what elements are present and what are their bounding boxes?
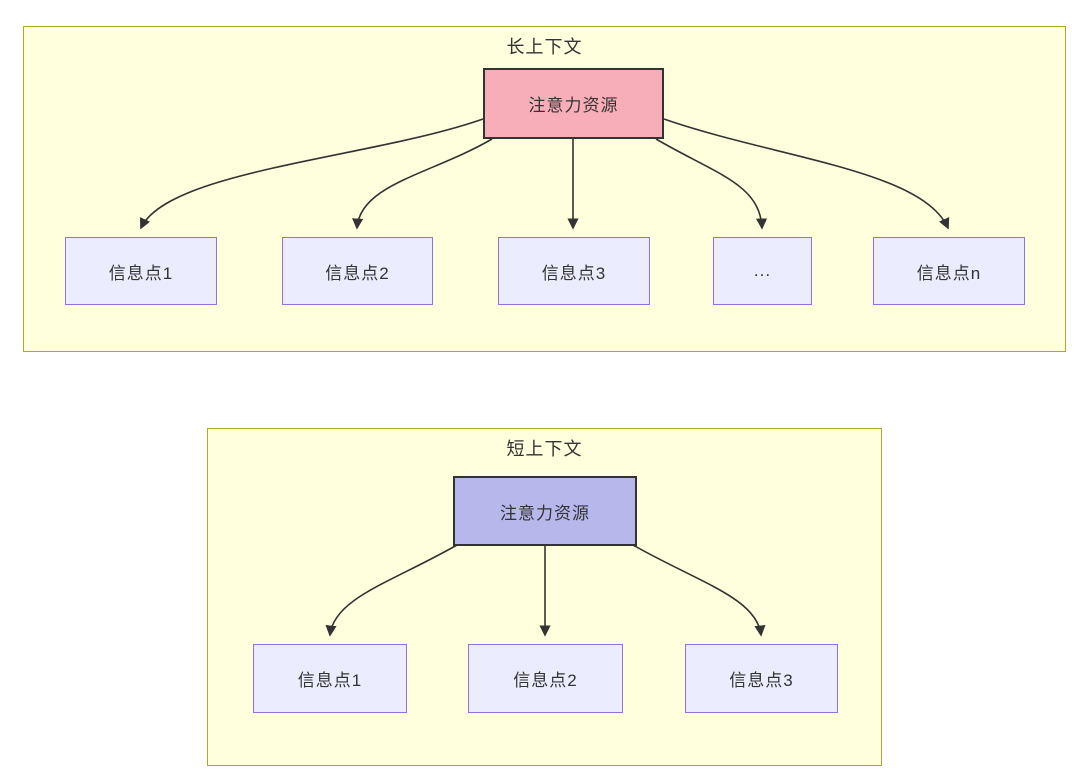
info-node-long-n: 信息点n xyxy=(873,237,1025,305)
info-node-short-1: 信息点1 xyxy=(253,644,407,713)
attention-node-short: 注意力资源 xyxy=(453,476,637,546)
info-node-long-3: 信息点3 xyxy=(498,237,650,305)
panel-long-title: 长上下文 xyxy=(506,37,583,57)
info-node-short-2: 信息点2 xyxy=(468,644,623,713)
panel-short-title: 短上下文 xyxy=(506,439,583,459)
info-node-short-3: 信息点3 xyxy=(685,644,838,713)
info-node-long-2: 信息点2 xyxy=(282,237,433,305)
info-node-long-1: 信息点1 xyxy=(65,237,217,305)
info-node-long-ellipsis: ... xyxy=(713,237,812,305)
attention-node-long: 注意力资源 xyxy=(483,68,664,139)
